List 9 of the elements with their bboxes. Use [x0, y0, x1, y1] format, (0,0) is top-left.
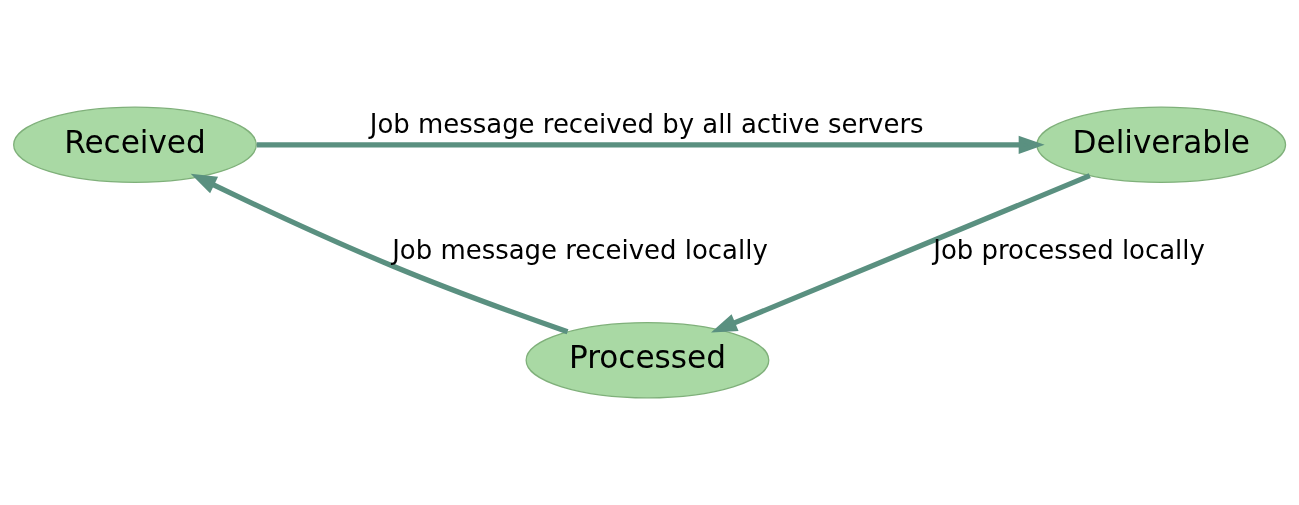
node-ellipse: Deliverable — [1036, 106, 1287, 184]
arrow — [256, 135, 1045, 154]
edge-label: Job processed locally — [933, 234, 1205, 265]
node-ellipse: Received — [13, 106, 257, 184]
edge-label: Job message received locally — [392, 234, 768, 265]
arrow — [711, 173, 1091, 333]
arrow — [190, 173, 569, 335]
edge-label: Job message received by all active servers — [369, 109, 924, 140]
node-ellipse: Processed — [525, 321, 770, 399]
